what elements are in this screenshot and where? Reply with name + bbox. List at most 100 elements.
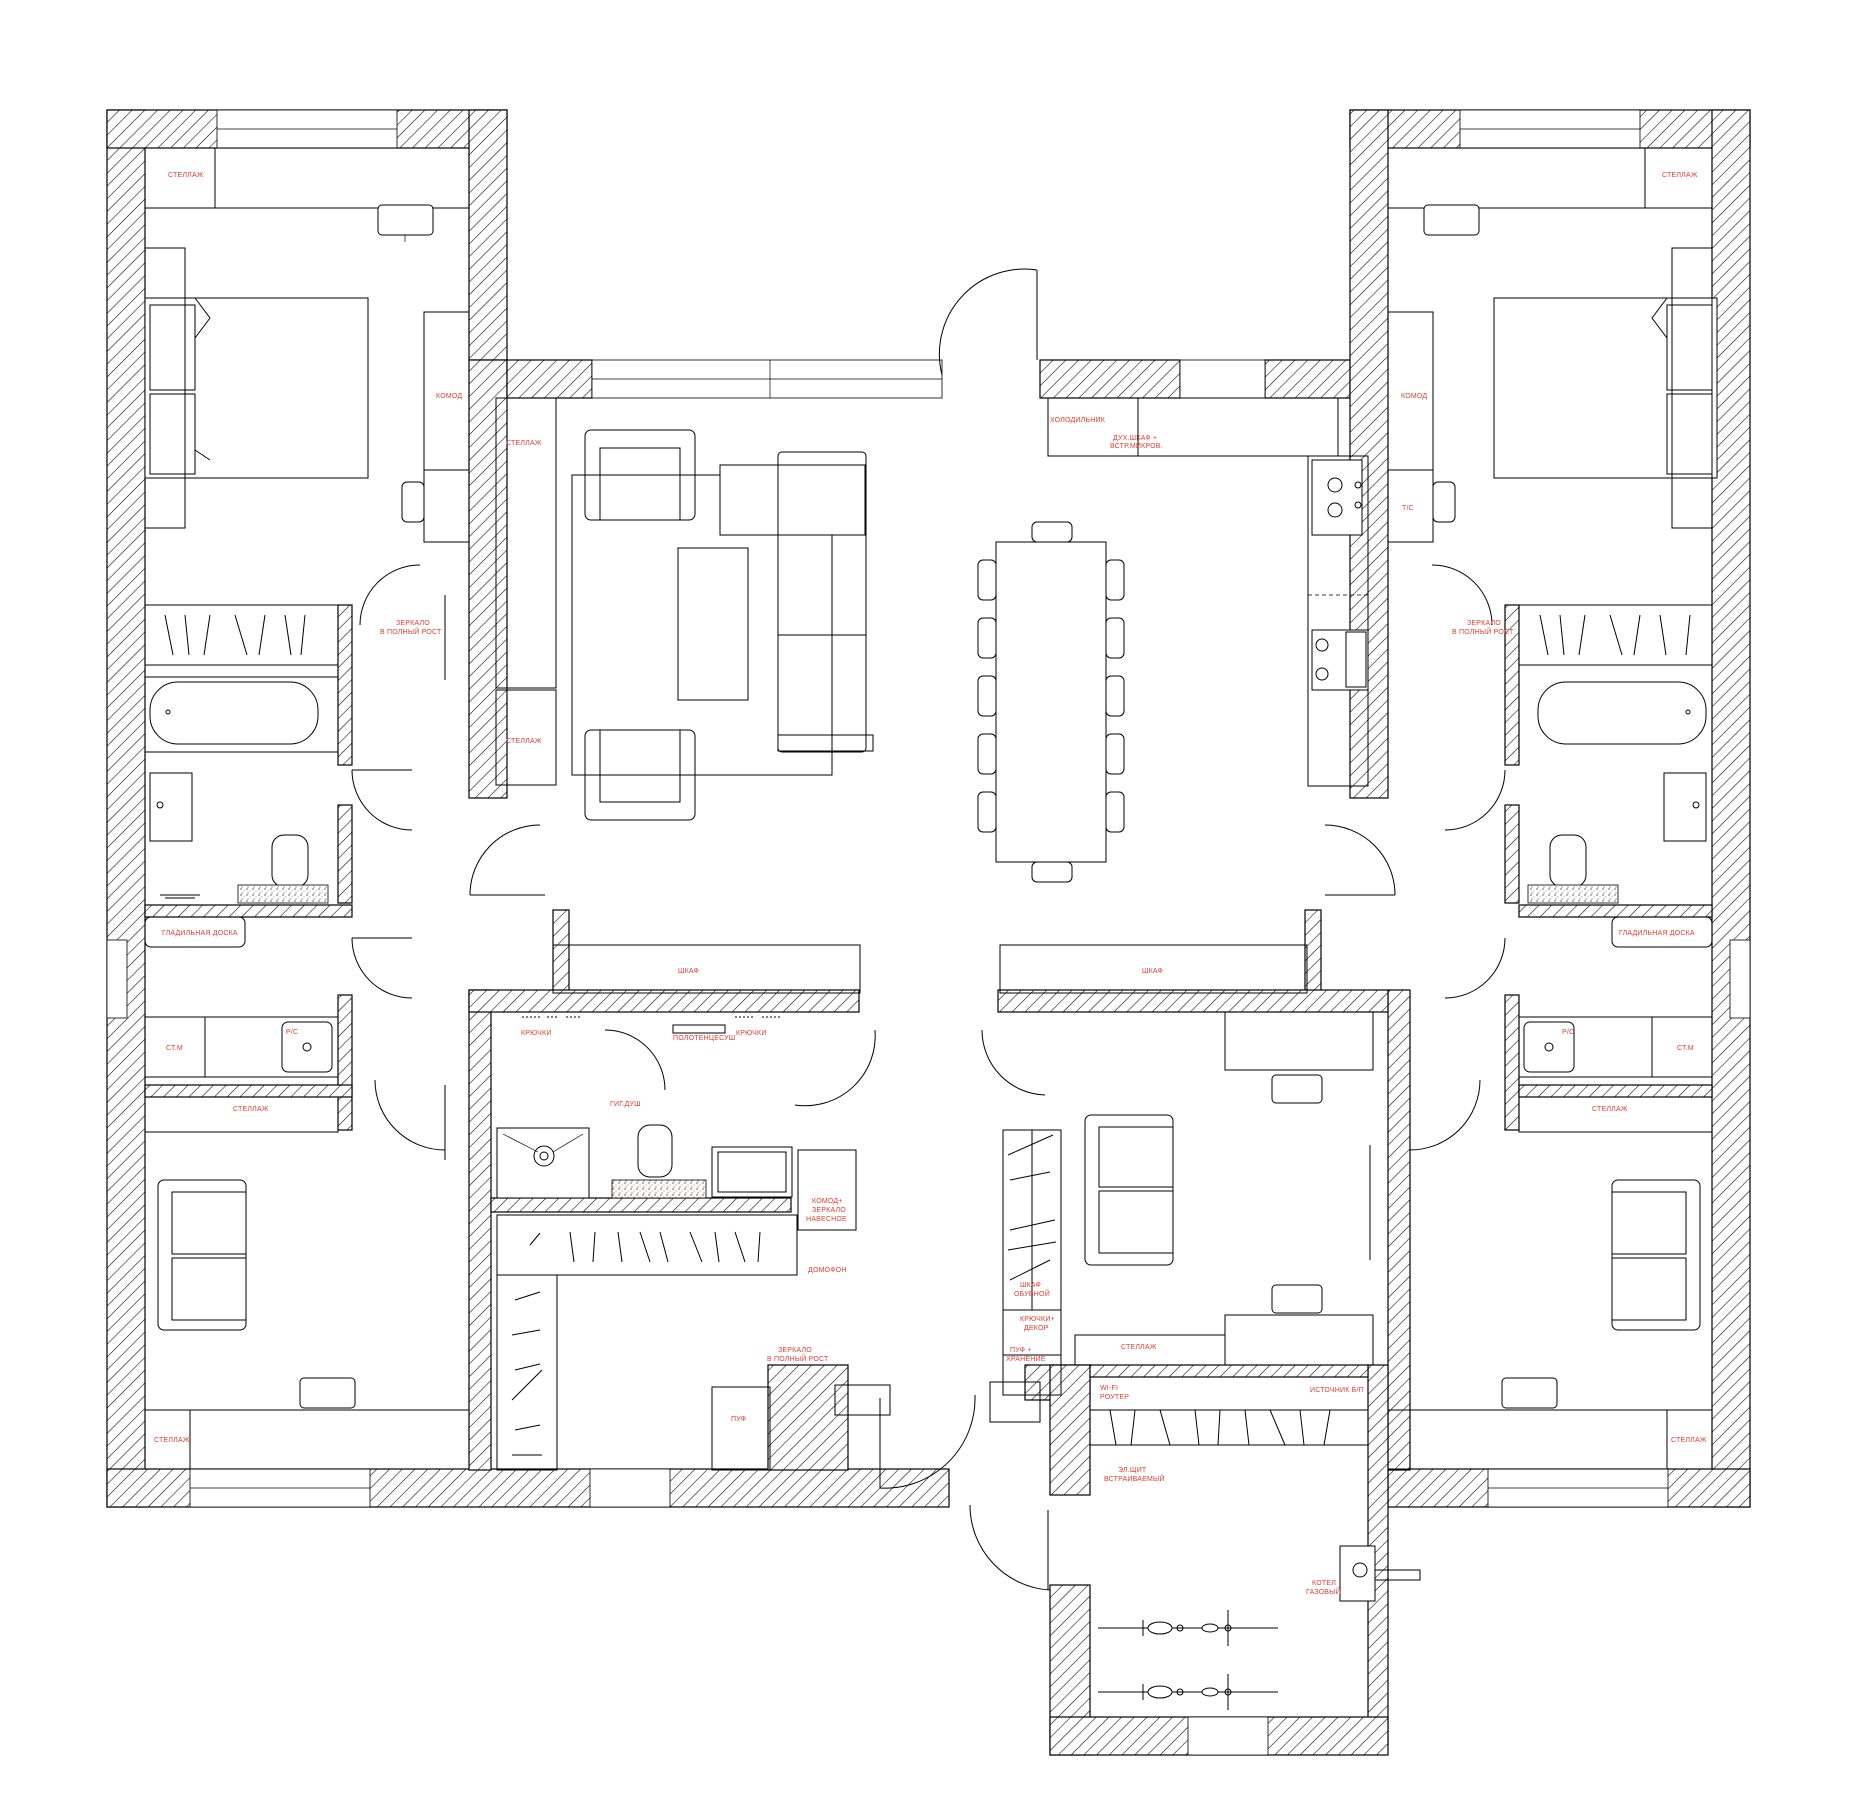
bathtub-icon xyxy=(1537,681,1707,745)
label-stm: СТ.М xyxy=(1677,1045,1694,1052)
label-zerkalo-1: ЗЕРКАЛО xyxy=(396,620,430,627)
wall-left-outer xyxy=(106,109,146,1508)
label-stm: СТ.М xyxy=(166,1045,183,1052)
chair-icon xyxy=(1105,617,1125,659)
door-swing-icon xyxy=(469,824,545,896)
label-domofon: ДОМОФОН xyxy=(808,1267,847,1274)
label-zerkalo-2: В ПОЛНЫЙ РОСТ xyxy=(767,1354,829,1363)
sofa-icon xyxy=(1611,1179,1701,1331)
chair-icon xyxy=(977,675,997,717)
label-puf-hranenie-1: ПУФ + xyxy=(1010,1347,1032,1354)
room-labels: СТЕЛЛАЖ СТЕЛЛАЖ КОМОД КОМОД Т/С ЗЕРКАЛО … xyxy=(154,172,1707,1596)
wall-laundry-west xyxy=(337,994,353,1131)
label-komod: КОМОД xyxy=(436,393,462,400)
chair-icon xyxy=(1105,733,1125,775)
label-polotencesush: ПОЛОТЕНЦЕСУШ xyxy=(673,1035,735,1042)
label-kryuchki-dekor-2: ДЕКОР xyxy=(1024,1325,1049,1332)
boiler-icon xyxy=(1339,1545,1421,1602)
label-zerkalo-2: В ПОЛНЫЙ РОСТ xyxy=(380,627,442,636)
label-stellazh: СТЕЛЛАЖ xyxy=(1121,1344,1157,1351)
closet-top-rail xyxy=(496,1214,798,1276)
door-swing-icon xyxy=(1324,824,1396,896)
door-swing-icon xyxy=(359,564,446,680)
wall-left-living xyxy=(468,359,508,799)
label-shkaf-obuvnoy-2: ОБУВНОЙ xyxy=(1014,1289,1050,1298)
shower-tray-center xyxy=(611,1179,707,1199)
niche-office xyxy=(989,1381,1041,1423)
door-swing-icon xyxy=(969,1504,1051,1591)
label-ts: Т/С xyxy=(1402,505,1414,512)
furniture xyxy=(144,147,1718,1710)
sofa-icon xyxy=(157,1179,247,1331)
laundry-counter-right xyxy=(1518,1016,1713,1078)
kitchen-counter xyxy=(1307,455,1369,787)
pouf-closet xyxy=(711,1386,771,1471)
wall-bath-west xyxy=(337,604,353,766)
door-swing-icon xyxy=(351,769,413,831)
door-swing-icon xyxy=(794,1029,876,1107)
label-zerkalo-1: ЗЕРКАЛО xyxy=(1467,620,1501,627)
wardrobe-right xyxy=(1518,604,1713,666)
wardrobe-left xyxy=(144,604,339,666)
wall-bath2-top xyxy=(468,989,860,1013)
bed-icon xyxy=(1493,247,1718,529)
wall-rlaundry-east xyxy=(1504,994,1520,1131)
ironing-board-left xyxy=(144,916,246,948)
window-laundry-right xyxy=(1729,939,1751,1019)
label-zerkalo-2: В ПОЛНЫЙ РОСТ xyxy=(1452,627,1514,636)
label-ps: Р/С xyxy=(1562,1029,1574,1036)
wall-right-outer xyxy=(1711,109,1751,1508)
wall-rlaundry-bottom xyxy=(1518,1084,1713,1098)
window-closet xyxy=(589,1468,671,1508)
oven-cabinet xyxy=(1137,397,1339,457)
label-shkaf: ШКАФ xyxy=(678,968,699,975)
chair-icon xyxy=(1271,1284,1323,1314)
label-duh-shkaf-2: ВСТР.МИКРОВ. xyxy=(1110,443,1163,450)
dining-chairs xyxy=(977,521,1125,883)
label-puf-hranenie-2: ХРАНЕНИЕ xyxy=(1006,1356,1046,1363)
bicycle-icon xyxy=(1098,1674,1278,1710)
label-komod-zerkalo-1: КОМОД+ xyxy=(812,1198,843,1205)
wall-wc-west xyxy=(337,804,353,904)
chair-icon xyxy=(1501,1377,1558,1409)
wardrobe-hall-left xyxy=(552,944,861,994)
label-wifi-2: РОУТЕР xyxy=(1100,1394,1129,1401)
bathroom-left xyxy=(144,676,339,753)
shelf-top-left xyxy=(144,147,470,209)
wall-laundry-top xyxy=(144,904,353,918)
chair-icon xyxy=(1031,521,1073,543)
chair-icon xyxy=(401,481,425,523)
towel-warmer xyxy=(672,1024,726,1034)
chair-icon xyxy=(1105,675,1125,717)
label-komod-zerkalo-3: НАВЕСНОЕ xyxy=(806,1216,847,1223)
window-kitchen xyxy=(1179,359,1266,399)
label-stellazh: СТЕЛЛАЖ xyxy=(168,172,204,179)
wall-hall-left xyxy=(552,909,570,993)
shelf-living-bottom xyxy=(495,689,557,786)
sink-icon xyxy=(711,1146,793,1198)
label-kryuchki: КРЮЧКИ xyxy=(736,1030,767,1037)
label-kryuchki: КРЮЧКИ xyxy=(521,1030,552,1037)
label-holodilnik: ХОЛОДИЛЬНИК xyxy=(1050,417,1106,424)
shower-tray-right xyxy=(1527,884,1619,904)
wall-office-top xyxy=(997,989,1389,1013)
label-glad-doska: ГЛАДИЛЬНАЯ ДОСКА xyxy=(1619,930,1695,937)
label-kryuchki-dekor-1: КРЮЧКИ+ xyxy=(1020,1316,1055,1323)
label-stellazh: СТЕЛЛАЖ xyxy=(1662,172,1698,179)
chair-icon xyxy=(977,733,997,775)
label-puf: ПУФ xyxy=(731,1416,746,1423)
chair-icon xyxy=(1105,559,1125,601)
shelf-left-laundry xyxy=(144,1096,339,1133)
sink-icon xyxy=(149,772,193,842)
wall-kitchen-top xyxy=(1039,359,1181,399)
stove-icon xyxy=(1311,629,1369,691)
label-el-shit-2: ВСТРАИВАЕМЫЙ xyxy=(1104,1474,1165,1483)
label-zerkalo-1: ЗЕРКАЛО xyxy=(778,1347,812,1354)
wall-storage-top xyxy=(1089,1364,1369,1378)
rug xyxy=(571,474,833,776)
label-glad-doska: ГЛАДИЛЬНАЯ ДОСКА xyxy=(162,930,238,937)
chair-icon xyxy=(977,559,997,601)
label-kotel-2: ГАЗОВЫЙ xyxy=(1306,1587,1341,1596)
